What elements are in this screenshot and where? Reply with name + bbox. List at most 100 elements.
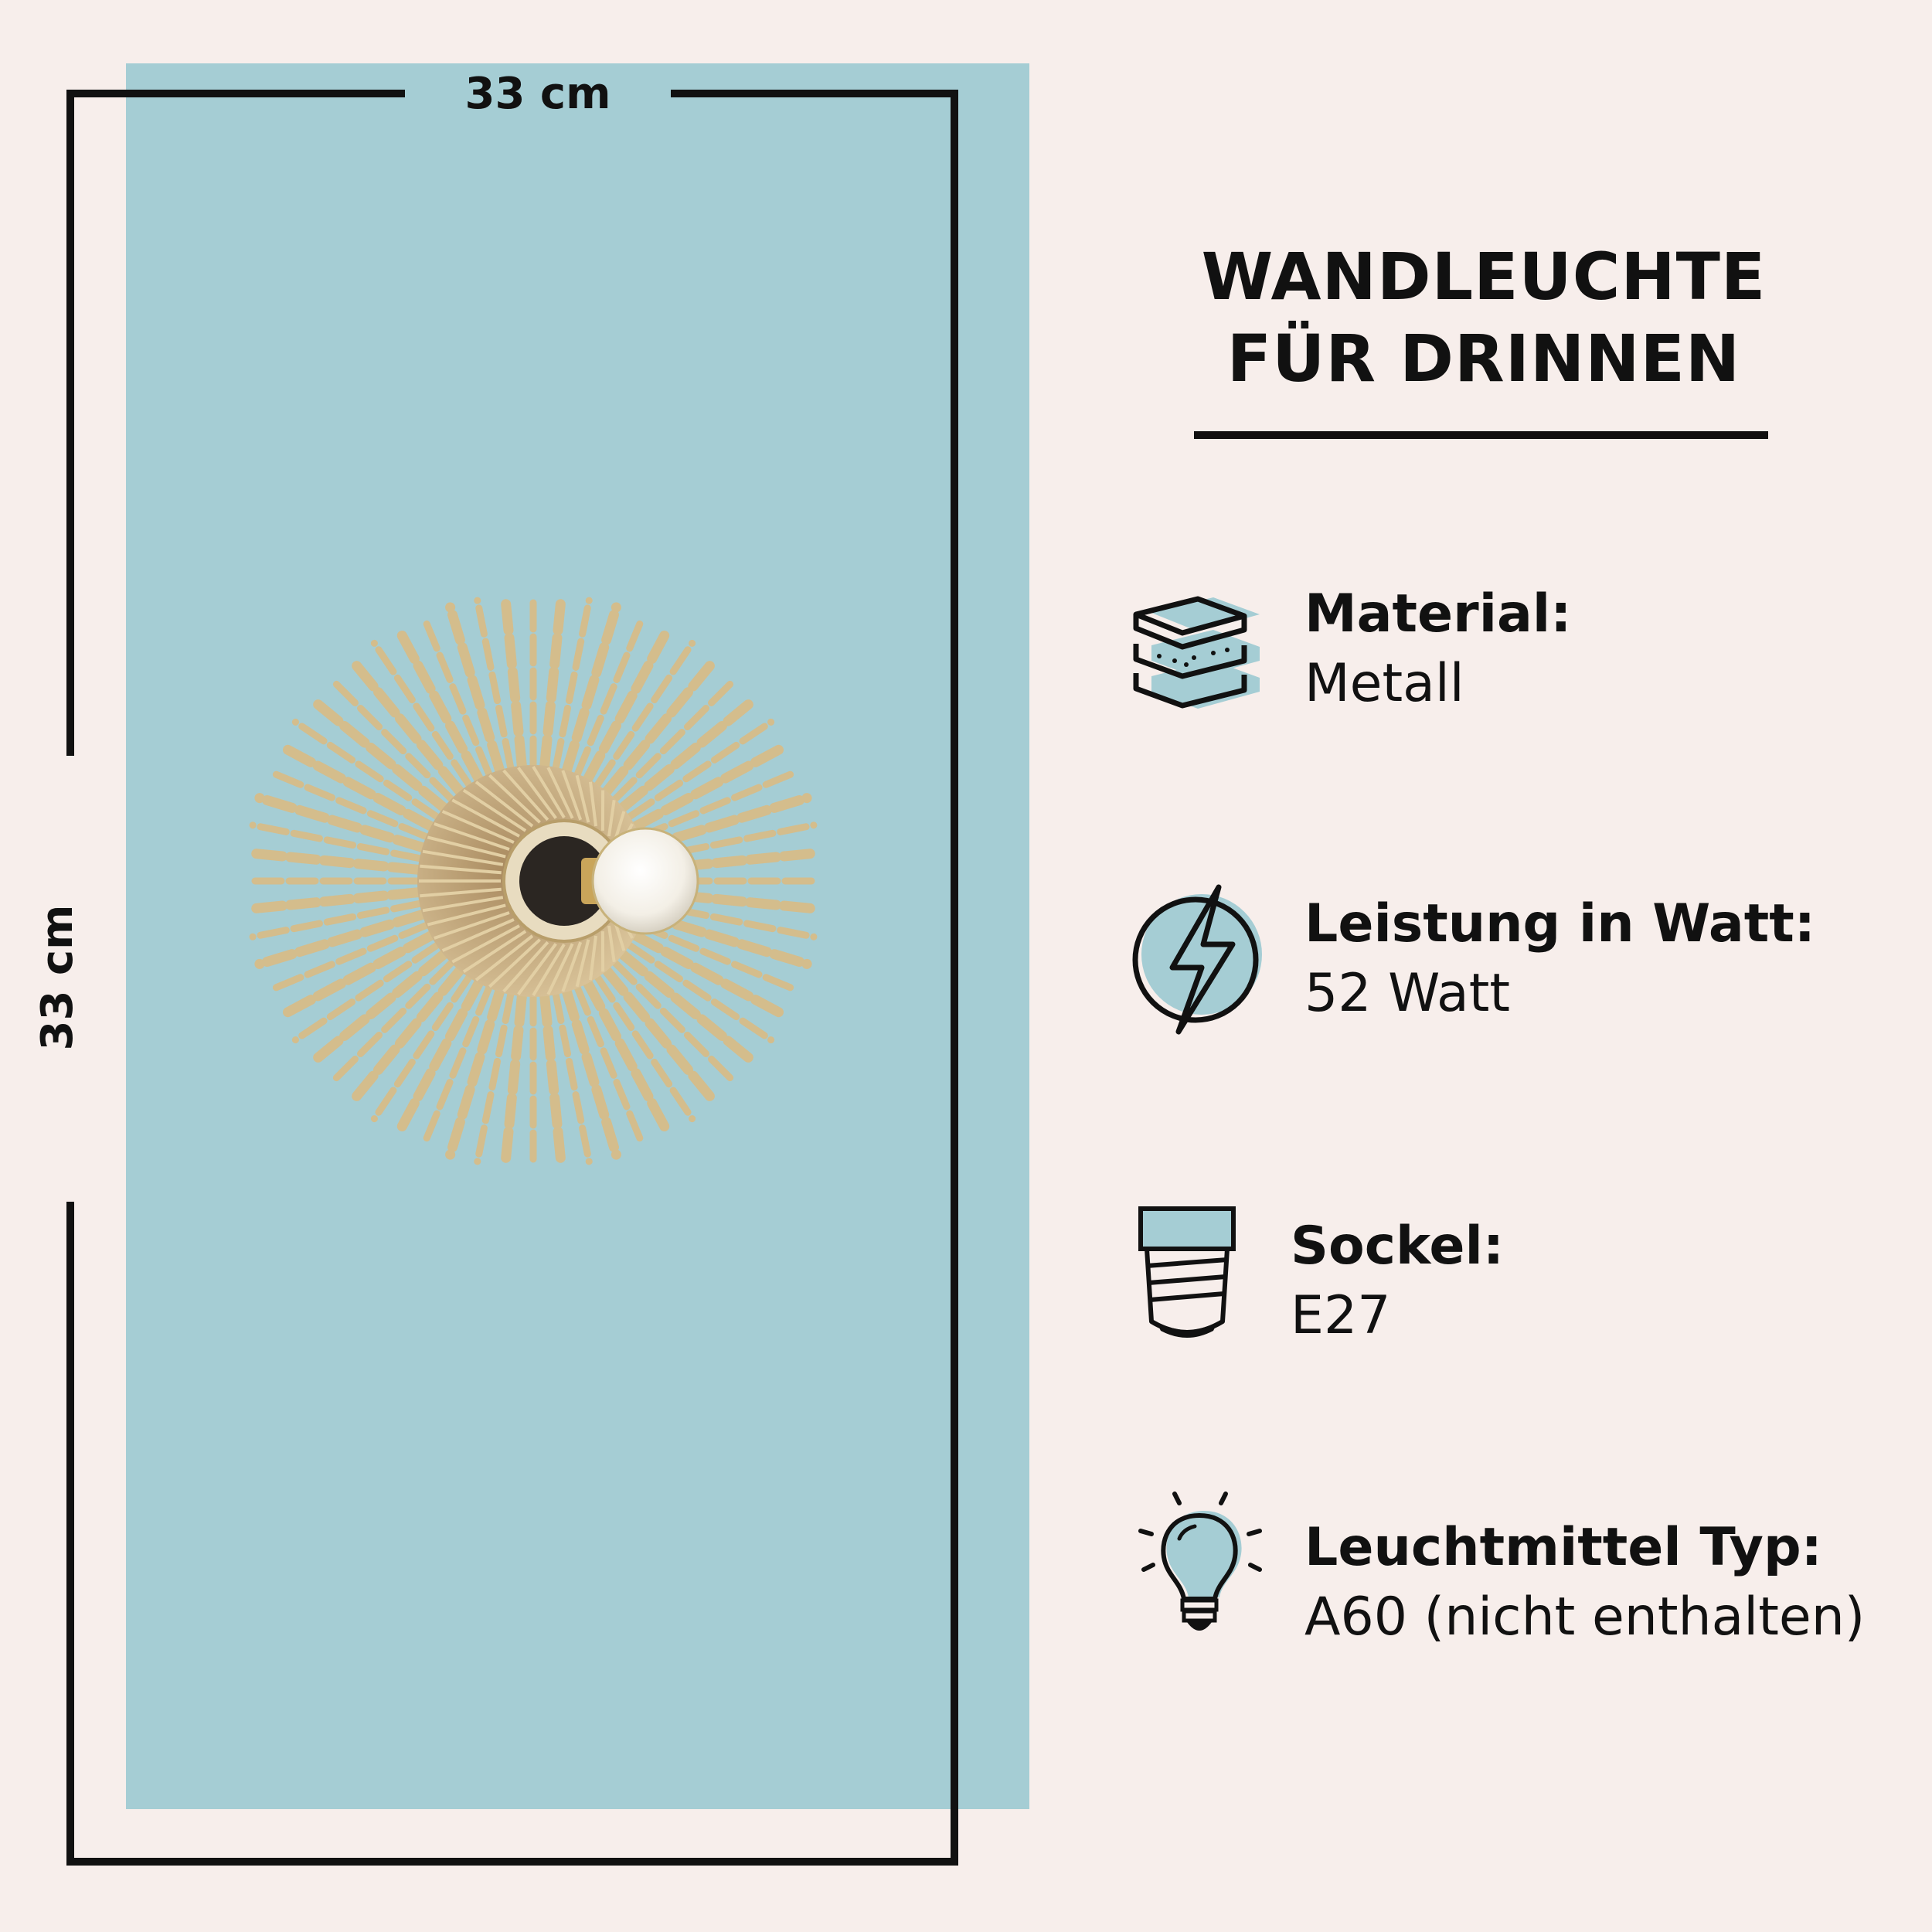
lamp-ray: [474, 597, 515, 771]
lamp-ray: [617, 694, 760, 813]
lamp-ray: [562, 602, 621, 775]
lamp-fin: [462, 930, 527, 974]
lamp-ray: [307, 694, 449, 813]
spec-label-material: Material:: [1304, 583, 1572, 645]
lamp-fin: [517, 767, 557, 819]
lamp-ray: [291, 718, 440, 821]
lamp-ray: [474, 991, 515, 1165]
lamp-ray: [254, 793, 427, 852]
height-dimension-label: 33 cm: [32, 904, 83, 1051]
lamp-ray: [626, 941, 775, 1044]
lamp-ray: [420, 985, 493, 1149]
lamp-fin: [474, 934, 534, 981]
lamp-ray: [243, 848, 423, 875]
lamp-fin: [434, 822, 510, 851]
lamp-ray: [346, 655, 465, 797]
lamp-ray: [637, 767, 801, 841]
lamp-fin: [589, 935, 597, 981]
lamp-ray: [601, 965, 720, 1107]
lamp-ray: [617, 949, 760, 1068]
lamp-fin: [517, 943, 557, 995]
lamp-fin: [561, 941, 583, 992]
spec-label-bulb-type: Leuchtmittel Typ:: [1304, 1517, 1822, 1578]
lamp-ray: [445, 602, 505, 775]
lamp-fin: [607, 925, 616, 962]
lamp-fin: [420, 887, 502, 898]
lamp-ray: [370, 974, 473, 1123]
title-underline: [1194, 431, 1768, 439]
lightning-bolt-icon: [1132, 884, 1262, 1035]
lamp-fin: [420, 864, 502, 875]
dimension-line-top-right: [671, 90, 958, 97]
lamp-ray: [393, 978, 484, 1138]
lamp-ray: [630, 930, 791, 1021]
lamp-ray: [500, 591, 527, 771]
lamp-ray: [346, 965, 465, 1107]
spec-value-bulb-type: A60 (nicht enthalten): [1304, 1587, 1866, 1648]
lamp-ray: [601, 655, 720, 797]
lamp-ray: [630, 741, 791, 832]
lamp-ray: [327, 675, 455, 803]
lamp-fin: [589, 781, 597, 827]
lamp-ray: [611, 675, 740, 803]
lamp-fin: [422, 849, 504, 866]
lamp-ray: [583, 624, 673, 784]
width-dimension-label: 33 cm: [464, 69, 611, 119]
lamp-fin: [575, 774, 590, 823]
dimension-line-left-upper: [66, 90, 74, 756]
lamp-ray: [265, 921, 430, 995]
lamp-ray: [594, 639, 696, 788]
lamp-ray: [562, 987, 621, 1160]
lamp-ray: [626, 718, 775, 821]
lamp-fin: [422, 896, 504, 913]
lamp-ray: [594, 974, 696, 1123]
spec-label-socket: Sockel:: [1291, 1216, 1505, 1277]
lamp-fin: [451, 924, 520, 964]
lamp-fin: [561, 770, 583, 821]
material-layers-icon: [1133, 596, 1260, 709]
lamp-fin: [427, 835, 506, 859]
lamp-ray: [539, 991, 566, 1171]
spec-value-socket: E27: [1291, 1285, 1391, 1346]
lamp-bulb: [591, 827, 699, 935]
lamp-ray: [637, 921, 801, 995]
lamp-ray: [291, 941, 440, 1044]
lamp-ray: [500, 991, 527, 1171]
spec-value-material: Metall: [1304, 653, 1464, 714]
title-line-2: FÜR DRINNEN: [1226, 321, 1741, 396]
spec-label-power: Leistung in Watt:: [1304, 893, 1815, 954]
lamp-inner-fins: [419, 765, 648, 997]
lamp-ray: [249, 900, 423, 940]
lamp-fin: [427, 903, 506, 927]
bulb-socket-icon: [1138, 1206, 1236, 1338]
dimension-line-top-left: [66, 90, 405, 97]
lamp-ray: [445, 987, 505, 1160]
lamp-fin: [546, 943, 574, 995]
lamp-fin: [441, 810, 515, 844]
lamp-ray: [573, 985, 647, 1149]
lamp-ray: [265, 767, 430, 841]
lamp-ray: [307, 949, 449, 1068]
lamp-ray: [249, 821, 423, 862]
lamp-ray: [393, 624, 484, 784]
title-line-1: WANDLEUCHTE: [1201, 239, 1767, 315]
lamp-fin: [532, 943, 566, 997]
dimension-line-bottom: [66, 1858, 958, 1866]
spec-value-power: 52 Watt: [1304, 963, 1511, 1024]
lamp-fin: [532, 765, 566, 819]
dimension-line-right: [951, 90, 958, 1866]
lamp-fin: [546, 767, 574, 819]
lamp-ray: [583, 978, 673, 1138]
lamp-fin: [502, 769, 549, 821]
lamp-ray: [370, 639, 473, 788]
lamp-fin: [488, 938, 541, 988]
lamp-ray: [327, 959, 455, 1087]
lamp-fin: [441, 918, 515, 952]
lamp-ray: [420, 613, 493, 777]
lamp-fin: [474, 781, 534, 828]
lamp-ray: [254, 910, 427, 969]
lamp-ray: [539, 591, 566, 771]
light-bulb-icon: [1138, 1492, 1262, 1631]
lamp-fin: [502, 940, 549, 993]
lamp-fin: [451, 798, 520, 838]
